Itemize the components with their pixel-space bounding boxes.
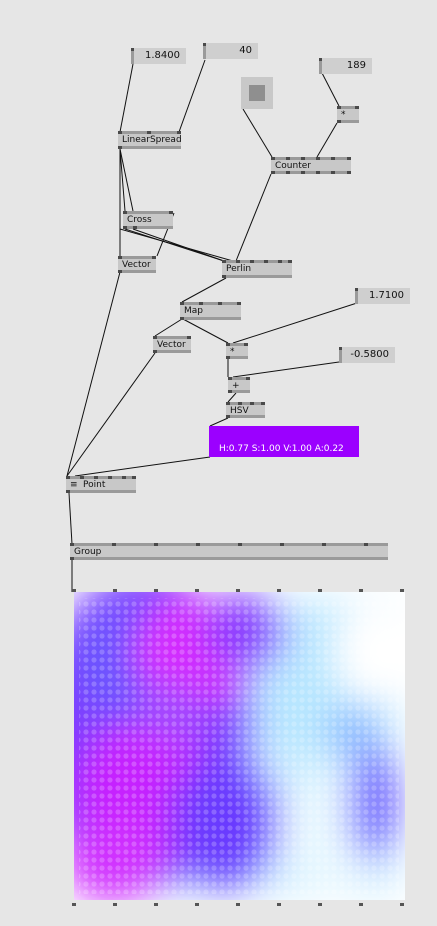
scale-value: 1.7100 bbox=[369, 290, 404, 301]
offset-iobox[interactable]: -0.5800 bbox=[339, 347, 395, 363]
multiply-label-1: * bbox=[230, 347, 235, 357]
vector-node-2[interactable]: Vector bbox=[153, 336, 191, 353]
menu-icon: ≡ bbox=[70, 480, 78, 490]
counter-label: Counter bbox=[275, 161, 311, 171]
counter-node[interactable]: Counter bbox=[271, 157, 351, 174]
hsv-label: HSV bbox=[230, 406, 249, 416]
counter-value-iobox[interactable]: 189 bbox=[319, 58, 372, 74]
point-node[interactable]: ≡ Point bbox=[66, 476, 136, 493]
vector-label-2: Vector bbox=[157, 340, 186, 350]
count-value: 40 bbox=[239, 45, 252, 56]
vector-label-1: Vector bbox=[122, 260, 151, 270]
count-iobox[interactable]: 40 bbox=[203, 43, 258, 59]
group-label: Group bbox=[74, 547, 102, 557]
linearspread-label: LinearSpread bbox=[122, 135, 182, 145]
hsv-node[interactable]: HSV bbox=[226, 402, 265, 418]
cross-label: Cross bbox=[127, 215, 152, 225]
add-node[interactable]: + bbox=[228, 377, 250, 393]
counter-value: 189 bbox=[346, 60, 366, 71]
width-iobox[interactable]: 1.8400 bbox=[131, 48, 186, 64]
multiply-node-1[interactable]: * bbox=[226, 343, 248, 359]
renderer-window[interactable] bbox=[74, 592, 405, 900]
hsv-readout: H:0.77 S:1.00 V:1.00 A:0.22 bbox=[219, 444, 344, 454]
map-label: Map bbox=[184, 306, 203, 316]
scale-iobox[interactable]: 1.7100 bbox=[355, 288, 410, 304]
vector-node-1[interactable]: Vector bbox=[118, 256, 156, 273]
width-value: 1.8400 bbox=[145, 50, 180, 61]
hsv-color-iobox[interactable]: H:0.77 S:1.00 V:1.00 A:0.22 bbox=[209, 426, 359, 457]
group-node[interactable]: Group bbox=[70, 543, 388, 560]
perlin-noise-render bbox=[74, 592, 405, 900]
point-label: Point bbox=[83, 480, 106, 490]
linearspread-node[interactable]: LinearSpread bbox=[118, 131, 182, 149]
map-node[interactable]: Map bbox=[180, 302, 241, 320]
multiply-label-2: * bbox=[341, 110, 346, 120]
perlin-label: Perlin bbox=[226, 264, 252, 274]
offset-value: -0.5800 bbox=[350, 349, 389, 360]
multiply-node-2[interactable]: * bbox=[337, 106, 359, 123]
toggle-icon bbox=[249, 85, 265, 101]
toggle-button[interactable] bbox=[241, 77, 273, 109]
cross-node[interactable]: Cross bbox=[123, 211, 173, 229]
add-label: + bbox=[232, 381, 240, 391]
perlin-node[interactable]: Perlin bbox=[222, 260, 292, 278]
